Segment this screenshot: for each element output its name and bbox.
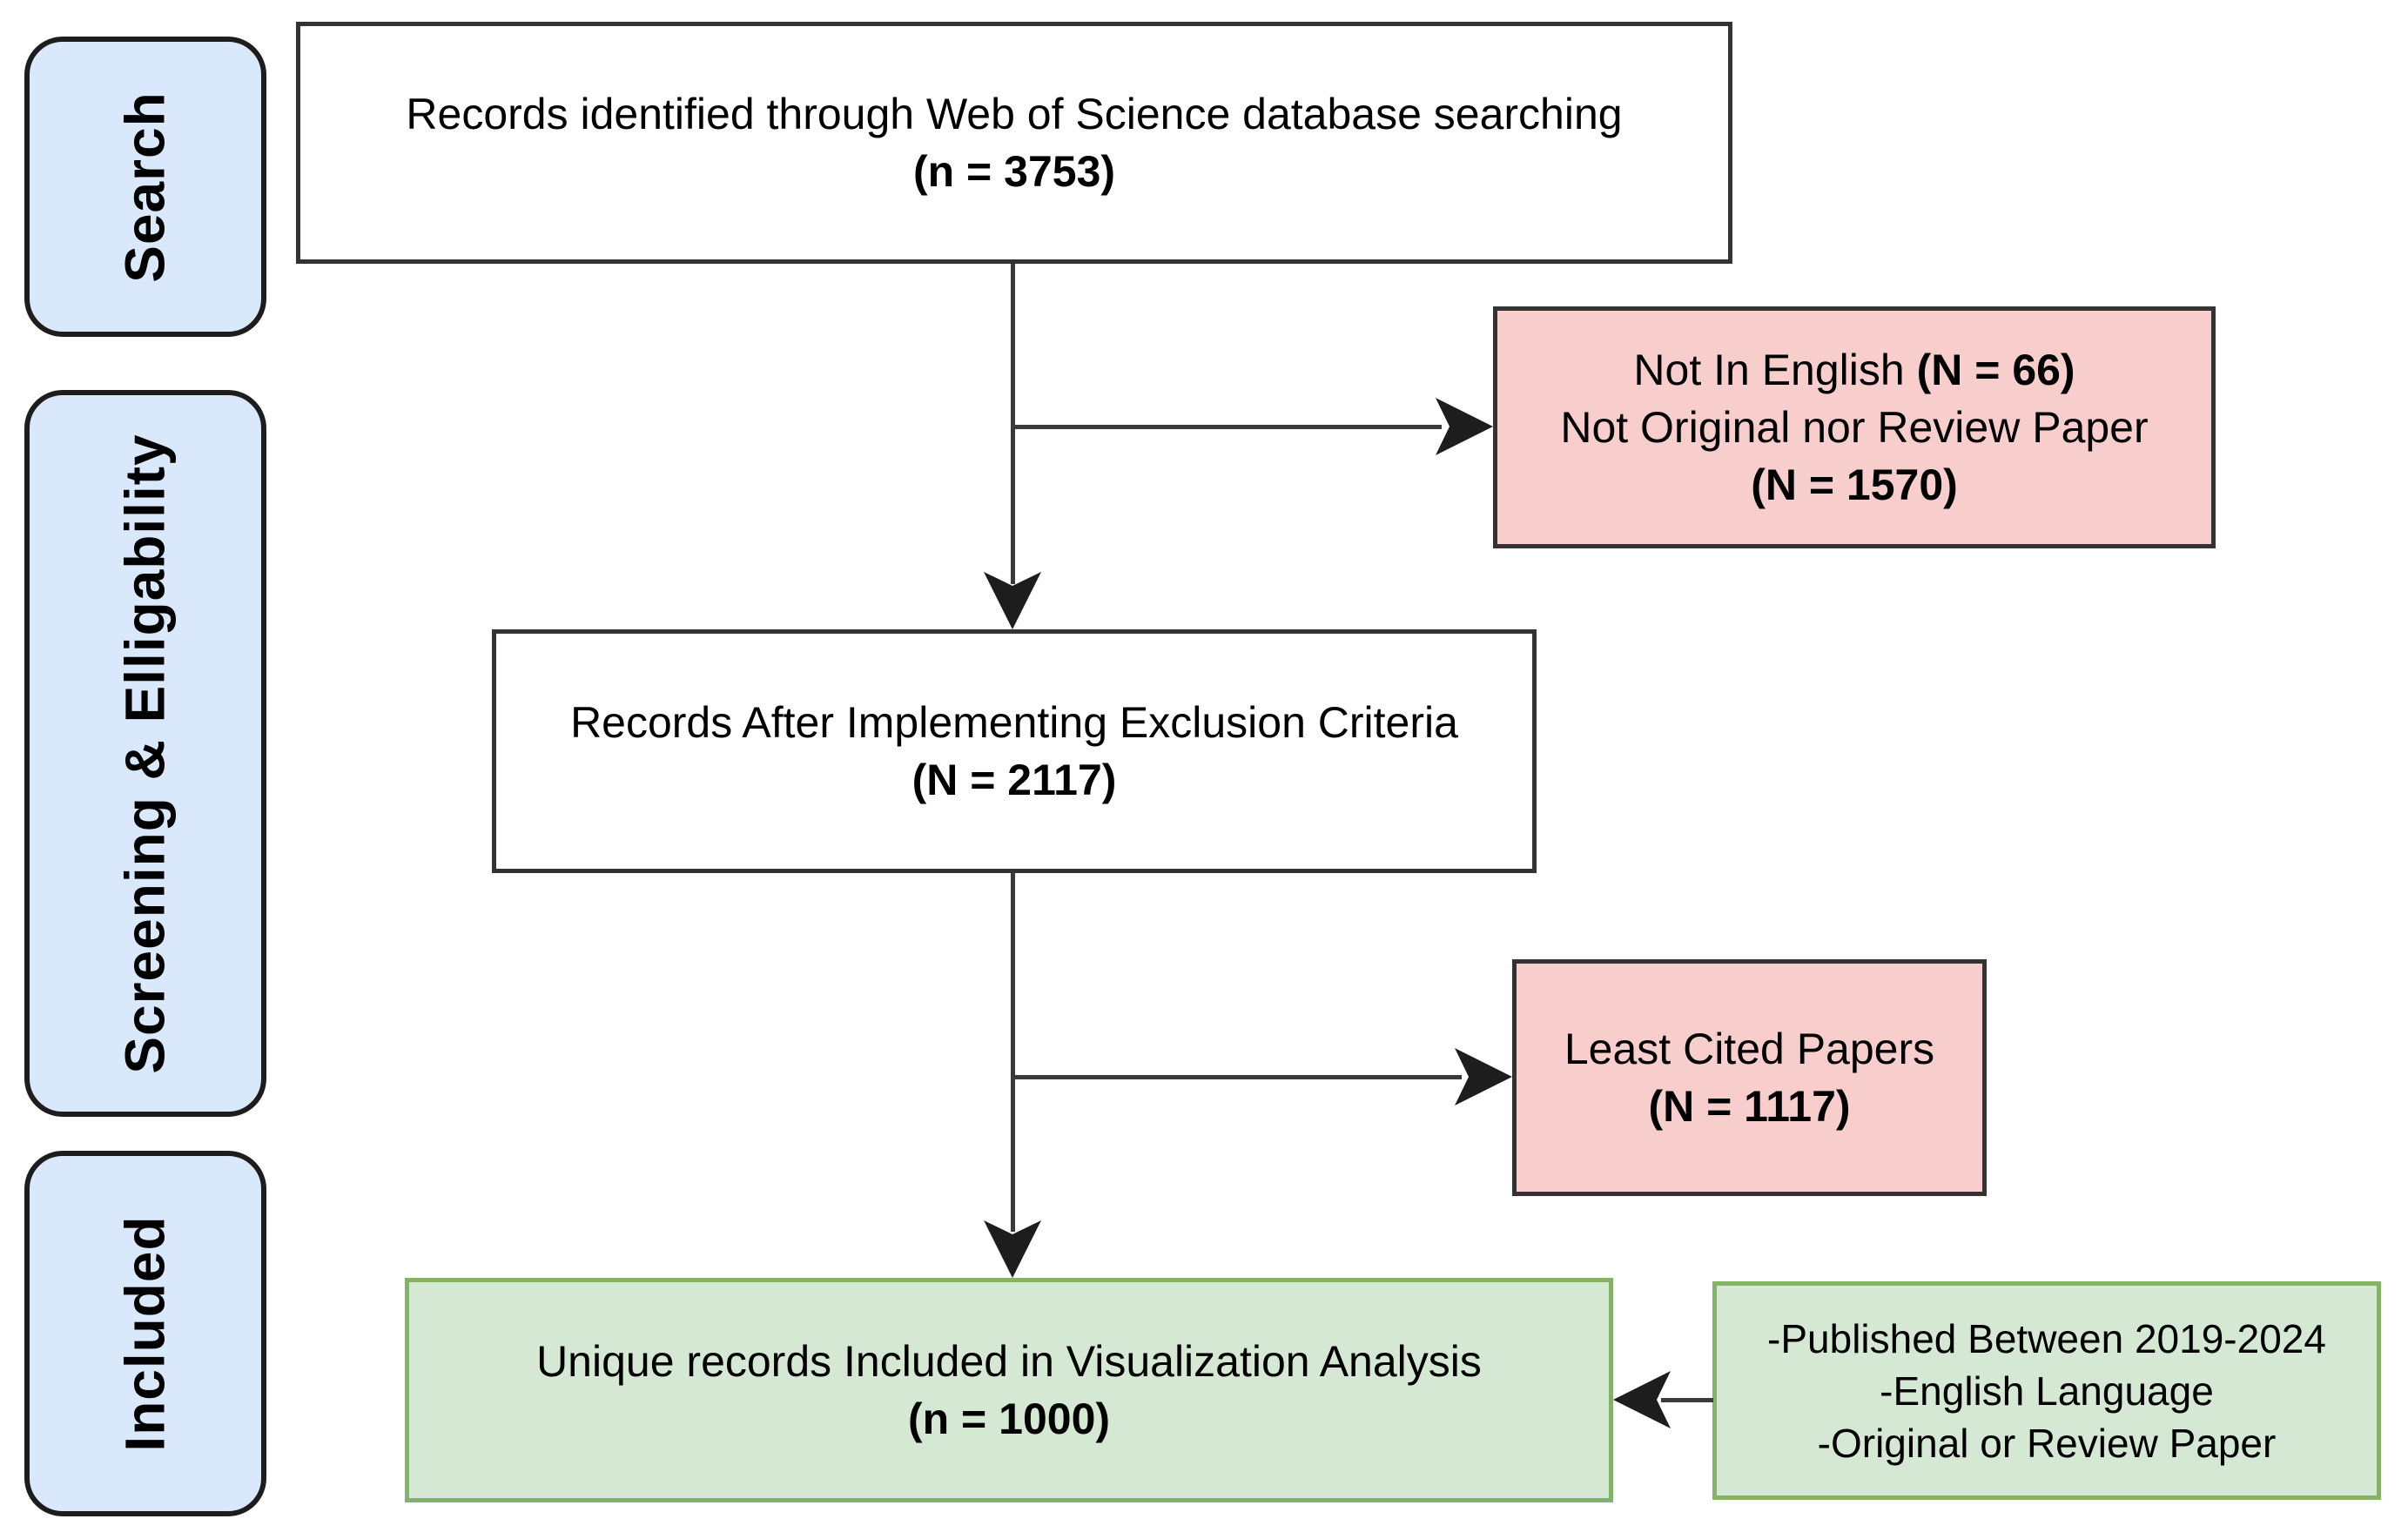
stage-screening-eligibility: Screening & Elligability (24, 390, 266, 1117)
connector-branch-least-cited (1011, 1075, 1462, 1079)
stage-search-label: Search (114, 91, 177, 283)
node-after-exclusion-count: (N = 2117) (911, 756, 1117, 804)
node-included-records-count: (n = 1000) (907, 1395, 1111, 1443)
node-included-records: Unique records Included in Visualization… (405, 1278, 1613, 1502)
stage-search: Search (24, 37, 266, 337)
stage-screening-eligibility-label: Screening & Elligability (114, 433, 177, 1074)
node-after-exclusion: Records After Implementing Exclusion Cri… (492, 629, 1537, 873)
connector-identified-to-after-exclusion (1011, 264, 1015, 584)
node-excluded-language-count1: (N = 66) (1916, 346, 2075, 394)
arrow-right-icon (1436, 398, 1493, 455)
node-records-identified-count: (n = 3753) (912, 147, 1116, 196)
node-records-identified: Records identified through Web of Scienc… (296, 22, 1732, 264)
arrow-right-icon (1455, 1048, 1512, 1106)
node-inclusion-criteria: -Published Between 2019-2024 -English La… (1712, 1281, 2381, 1500)
connector-criteria-to-included (1661, 1398, 1713, 1402)
node-excluded-least-cited-count: (N = 1117) (1648, 1082, 1851, 1131)
node-inclusion-criteria-line1: -Published Between 2019-2024 (1767, 1315, 2326, 1361)
node-after-exclusion-text: Records After Implementing Exclusion Cri… (570, 698, 1458, 747)
arrow-left-icon (1613, 1371, 1671, 1428)
stage-included: Included (24, 1151, 266, 1516)
connector-branch-excluded-language (1011, 425, 1442, 429)
node-excluded-least-cited-text: Least Cited Papers (1564, 1025, 1935, 1073)
stage-included-label: Included (114, 1215, 177, 1452)
node-excluded-language-text2: Not Original nor Review Paper (1560, 403, 2149, 452)
node-excluded-language-text: Not In English (1633, 346, 1917, 394)
node-excluded-least-cited: Least Cited Papers (N = 1117) (1512, 959, 1987, 1196)
node-excluded-language: Not In English (N = 66) Not Original nor… (1493, 306, 2216, 548)
node-records-identified-text: Records identified through Web of Scienc… (406, 90, 1623, 138)
node-included-records-text: Unique records Included in Visualization… (536, 1337, 1482, 1386)
node-inclusion-criteria-line3: -Original or Review Paper (1817, 1420, 2277, 1466)
node-inclusion-criteria-line2: -English Language (1880, 1368, 2214, 1414)
arrow-down-icon (984, 1220, 1041, 1278)
node-excluded-language-count2: (N = 1570) (1751, 460, 1958, 509)
arrow-down-icon (984, 572, 1041, 629)
connector-after-exclusion-to-included (1011, 873, 1015, 1232)
